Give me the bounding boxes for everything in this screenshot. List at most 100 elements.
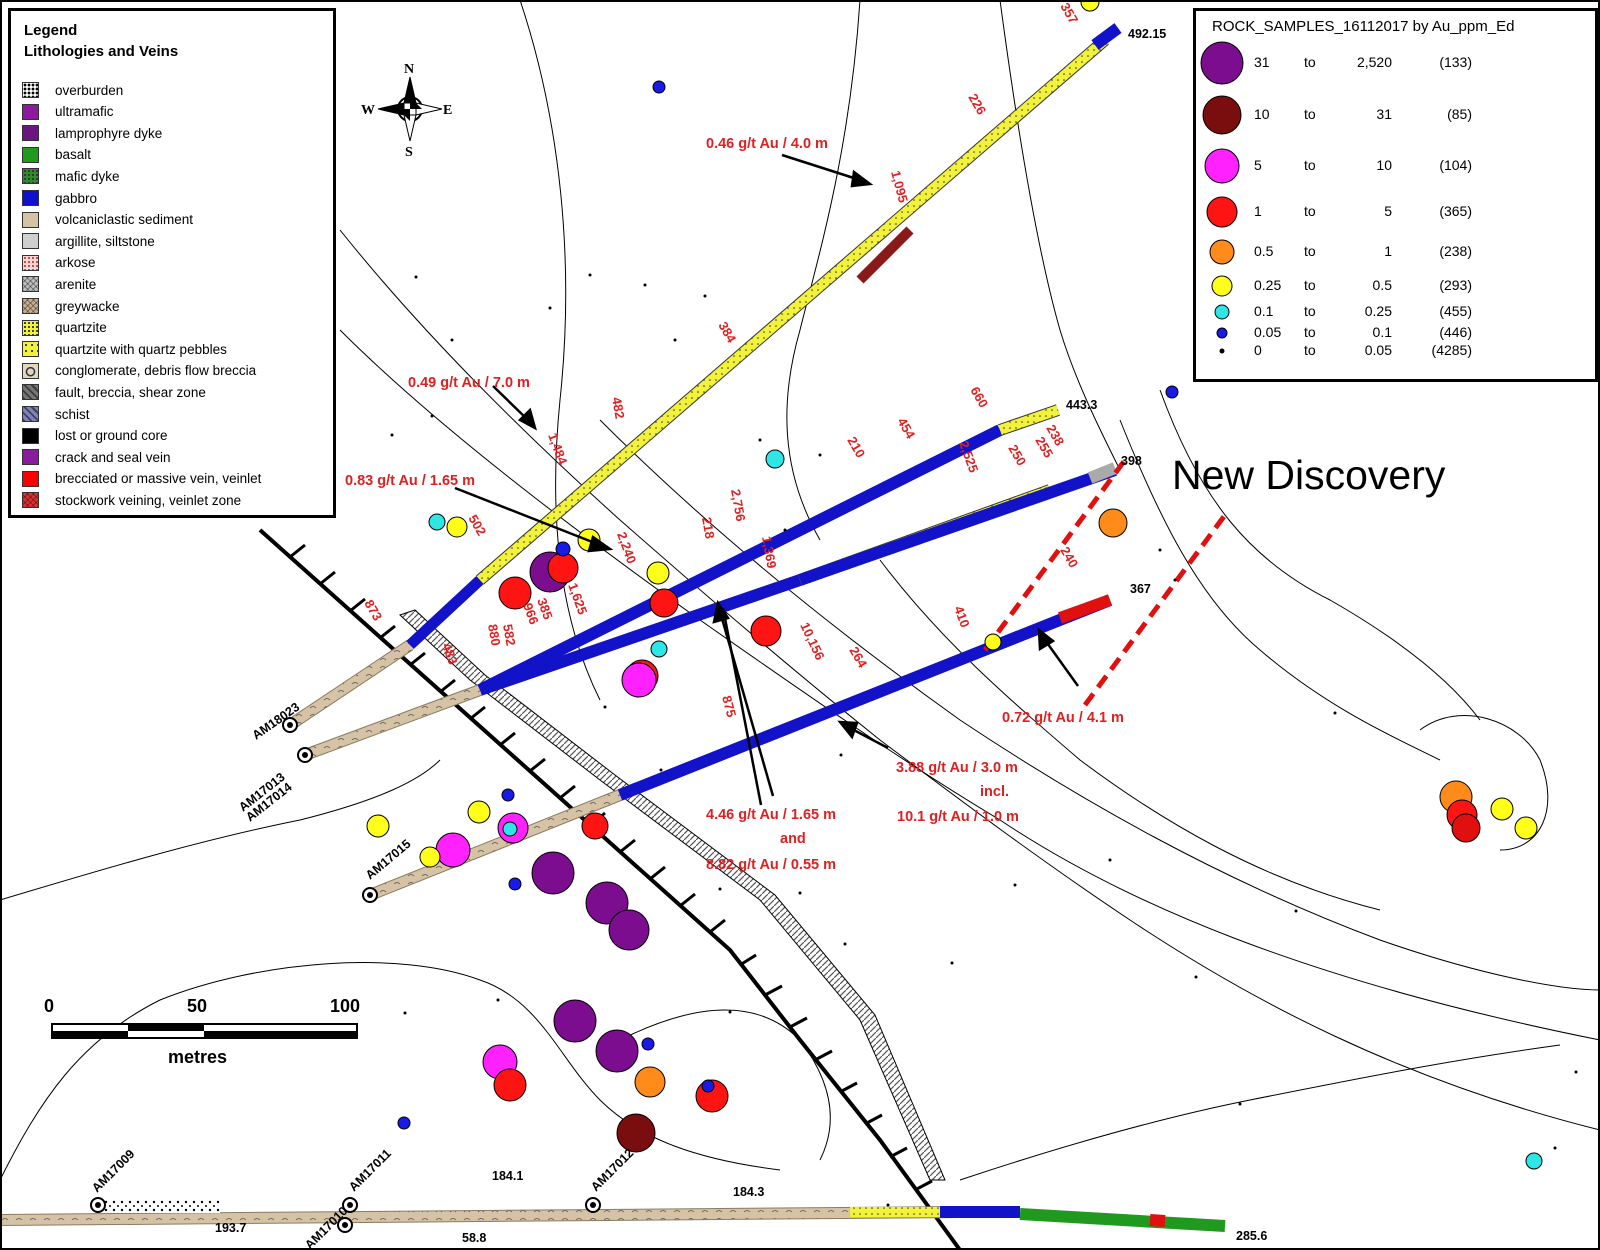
legend-swatch bbox=[22, 168, 39, 185]
legend-label: mafic dyke bbox=[55, 168, 120, 184]
assay-value: 240 bbox=[1057, 544, 1081, 570]
rock-samples-legend bbox=[1193, 8, 1598, 382]
legend-item: brecciated or massive vein, veinlet bbox=[22, 469, 261, 489]
legend-item: lamprophyre dyke bbox=[22, 123, 162, 143]
sample-point bbox=[1514, 816, 1538, 840]
assay-value: 880 bbox=[485, 623, 504, 647]
class-symbol bbox=[1209, 239, 1235, 265]
legend-label: conglomerate, debris flow breccia bbox=[55, 363, 257, 379]
sample-point bbox=[547, 552, 579, 584]
sample-point bbox=[397, 1116, 411, 1130]
class-to-word: to bbox=[1304, 342, 1316, 358]
legend-label: quartzite with quartz pebbles bbox=[55, 341, 227, 357]
intercept-label: 8.82 g/t Au / 0.55 m bbox=[706, 857, 836, 873]
legend-label: volcaniclastic sediment bbox=[55, 212, 194, 228]
class-to-word: to bbox=[1304, 243, 1316, 259]
assay-value: 410 bbox=[951, 604, 973, 630]
class-symbol bbox=[1214, 304, 1230, 320]
legend-label: fault, breccia, shear zone bbox=[55, 384, 206, 400]
sample-point bbox=[701, 1079, 715, 1093]
sample-point bbox=[501, 788, 515, 802]
legend-item: volcaniclastic sediment bbox=[22, 210, 193, 230]
legend-swatch bbox=[22, 341, 39, 358]
assay-value: 384 bbox=[715, 319, 739, 346]
class-to-word: to bbox=[1304, 106, 1316, 122]
class-to: 0.25 bbox=[1364, 303, 1392, 319]
legend-swatch bbox=[22, 298, 39, 314]
legend-item: arkose bbox=[22, 253, 96, 273]
hole-depth: 492.15 bbox=[1128, 27, 1166, 41]
assay-value: 264 bbox=[846, 644, 870, 671]
legend-item: lost or ground core bbox=[22, 426, 168, 446]
class-symbol bbox=[1202, 95, 1242, 135]
intercept-arrows bbox=[454, 153, 1080, 806]
legend-swatch bbox=[22, 492, 39, 509]
sample-point bbox=[634, 1066, 666, 1098]
legend-swatch bbox=[22, 103, 39, 120]
legend-item: fault, breccia, shear zone bbox=[22, 382, 206, 402]
class-from: 31 bbox=[1254, 54, 1270, 70]
legend-label: ultramafic bbox=[55, 104, 114, 120]
legend-item: gabbro bbox=[22, 188, 97, 208]
legend-label: crack and seal vein bbox=[55, 449, 171, 465]
assay-value: 10,156 bbox=[797, 620, 827, 662]
class-to: 1 bbox=[1384, 243, 1392, 259]
class-from: 10 bbox=[1254, 106, 1270, 122]
sample-point bbox=[652, 80, 666, 94]
class-symbol bbox=[1204, 148, 1240, 184]
class-from: 0.1 bbox=[1254, 303, 1274, 319]
sample-point bbox=[765, 449, 785, 469]
sample-point bbox=[595, 1029, 639, 1073]
class-symbol bbox=[1216, 327, 1228, 339]
class-to: 31 bbox=[1376, 106, 1392, 122]
legend-label: overburden bbox=[55, 82, 124, 98]
legend-item: greywacke bbox=[22, 296, 120, 316]
class-to: 2,520 bbox=[1356, 54, 1392, 70]
scale-tick-0: 0 bbox=[44, 996, 54, 1016]
sample-point bbox=[649, 588, 679, 618]
legend-label: argillite, siltstone bbox=[55, 233, 155, 249]
assay-value: 1,369 bbox=[759, 535, 779, 570]
class-count: (4285) bbox=[1431, 342, 1472, 358]
class-symbol bbox=[1206, 196, 1238, 228]
discovery-lines bbox=[982, 458, 1228, 707]
assay-value: 454 bbox=[894, 415, 918, 442]
legend-item: schist bbox=[22, 404, 90, 424]
assay-value: 875 bbox=[719, 694, 739, 719]
assay-value: 250 bbox=[1005, 442, 1029, 468]
assay-value: 1,484 bbox=[545, 431, 570, 467]
lithology-legend bbox=[8, 8, 336, 518]
hole-depth: 193.7 bbox=[215, 1221, 246, 1235]
class-count: (293) bbox=[1439, 277, 1472, 293]
legend-item: basalt bbox=[22, 145, 91, 165]
sample-point bbox=[555, 541, 571, 557]
legend-swatch bbox=[22, 470, 39, 487]
class-from: 1 bbox=[1254, 203, 1262, 219]
sample-point bbox=[984, 633, 1002, 651]
sample-point bbox=[1525, 1152, 1543, 1170]
legend-swatch bbox=[22, 125, 39, 142]
legend-item: conglomerate, debris flow breccia bbox=[22, 361, 256, 381]
class-from: 5 bbox=[1254, 157, 1262, 173]
legend-label: gabbro bbox=[55, 190, 98, 206]
class-symbol bbox=[1211, 275, 1233, 297]
class-from: 0.05 bbox=[1254, 324, 1282, 340]
class-to: 5 bbox=[1384, 203, 1392, 219]
sample-point bbox=[1098, 508, 1128, 538]
class-count: (365) bbox=[1439, 203, 1472, 219]
hole-depth: 367 bbox=[1130, 582, 1151, 596]
hole-depth: 285.6 bbox=[1236, 1229, 1267, 1243]
class-count: (238) bbox=[1439, 243, 1472, 259]
class-to-word: to bbox=[1304, 324, 1316, 340]
legend-swatch bbox=[22, 449, 39, 466]
intercept-labels: 0.46 g/t Au / 4.0 m 0.49 g/t Au / 7.0 m … bbox=[345, 136, 1124, 873]
legend-label: lost or ground core bbox=[55, 428, 168, 444]
legend-title: Legend bbox=[24, 22, 78, 39]
legend-item: quartzite with quartz pebbles bbox=[22, 339, 227, 359]
hole-depth: 58.8 bbox=[462, 1231, 486, 1245]
scale-tick-100: 100 bbox=[330, 996, 360, 1016]
rock-sample-symbols bbox=[1200, 41, 1244, 354]
west-label: W bbox=[361, 103, 375, 118]
sample-point bbox=[646, 561, 670, 585]
sample-point bbox=[616, 1113, 656, 1153]
